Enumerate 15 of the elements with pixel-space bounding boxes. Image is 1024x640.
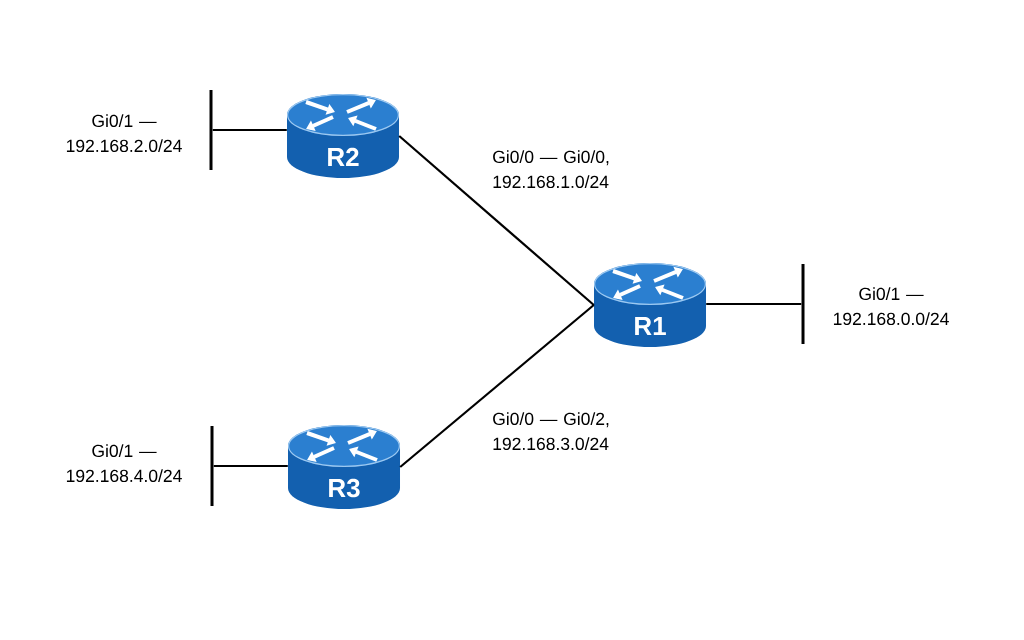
edge-label: Gi0/0 — Gi0/0, 192.168.1.0/24 <box>493 150 609 189</box>
network-segment-line <box>209 90 213 170</box>
router: R2 <box>287 94 399 178</box>
link-line <box>212 128 287 132</box>
link-line <box>213 464 288 468</box>
link-line <box>398 135 595 306</box>
interface-label: Gi0/1 — 192.168.0.0/24 <box>833 287 949 326</box>
link-line <box>706 302 802 306</box>
interface-label: Gi0/1 — 192.168.4.0/24 <box>66 444 182 483</box>
interface-label: Gi0/1 — 192.168.2.0/24 <box>66 114 182 153</box>
router: R1 <box>594 263 706 347</box>
edge-label: Gi0/0 — Gi0/2, 192.168.3.0/24 <box>493 412 609 451</box>
link-line <box>399 304 595 468</box>
router: R3 <box>288 425 400 509</box>
network-segment-line <box>801 264 805 344</box>
